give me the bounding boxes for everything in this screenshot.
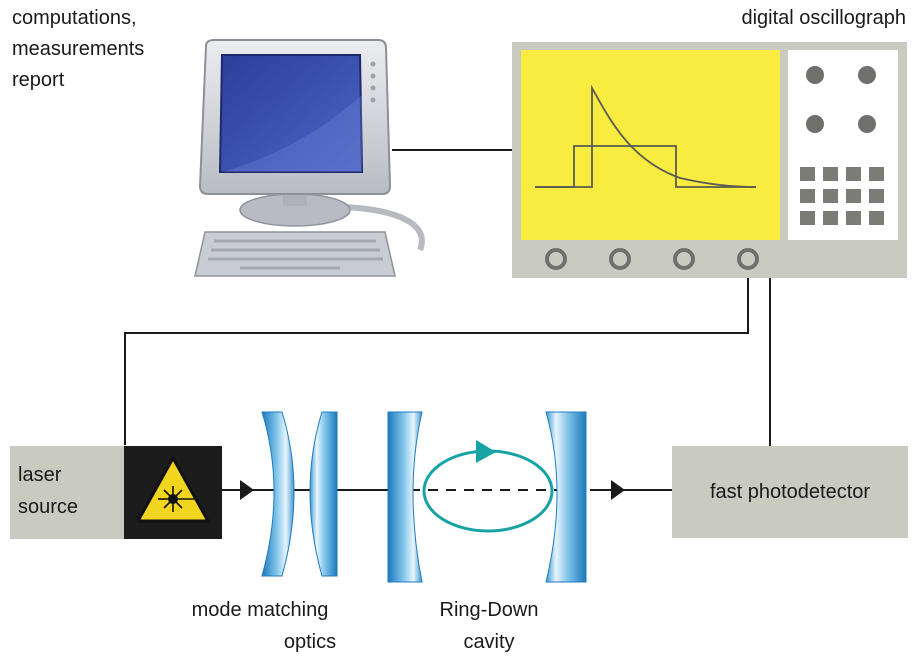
keypad-key[interactable] bbox=[869, 211, 884, 225]
monitor-screen-glare bbox=[222, 95, 362, 172]
fast-photodetector: fast photodetector bbox=[672, 446, 908, 538]
knob-2[interactable] bbox=[858, 66, 876, 84]
cavity-loop-arrow bbox=[476, 440, 496, 463]
cavity-mirror-left bbox=[387, 411, 423, 583]
cavity-label-line2: cavity bbox=[463, 631, 514, 653]
keypad-key[interactable] bbox=[846, 211, 861, 225]
beam-arrow-right bbox=[611, 480, 625, 500]
signal-wires bbox=[124, 149, 771, 446]
laser-label-line2: source bbox=[18, 496, 78, 518]
input-connector-4[interactable] bbox=[737, 248, 759, 270]
oscilloscope-control-panel bbox=[788, 50, 898, 240]
knob-3[interactable] bbox=[806, 115, 824, 133]
keyboard bbox=[194, 231, 396, 277]
laser-label-line1: laser bbox=[18, 464, 62, 486]
scope-keypad bbox=[800, 167, 884, 225]
cavity-mirror-right bbox=[545, 411, 587, 583]
laser-source: laser source bbox=[10, 446, 222, 539]
oscilloscope-screen bbox=[521, 50, 780, 240]
optics-label-line2: optics bbox=[284, 631, 336, 653]
computer-label-line3: report bbox=[12, 69, 65, 91]
laser-trigger-cable bbox=[124, 278, 749, 445]
computer-cable bbox=[344, 204, 425, 252]
beam-arrow-left bbox=[240, 480, 254, 500]
keypad-key[interactable] bbox=[800, 167, 815, 181]
photodetector-label: fast photodetector bbox=[710, 481, 870, 503]
keypad-key[interactable] bbox=[823, 189, 838, 203]
trigger-pulse-trace bbox=[535, 145, 756, 188]
mode-matching-optics bbox=[261, 411, 338, 577]
computer-label-line2: measurements bbox=[12, 38, 144, 60]
photodetector-body bbox=[672, 446, 908, 538]
input-connector-1[interactable] bbox=[545, 248, 567, 270]
scope-knobs bbox=[806, 66, 876, 133]
keypad-key[interactable] bbox=[800, 189, 815, 203]
ring-down-cavity bbox=[387, 411, 587, 583]
scope-input-connectors bbox=[545, 248, 759, 270]
keyboard-keys bbox=[208, 239, 383, 270]
oscillograph-label: digital oscillograph bbox=[741, 7, 906, 29]
computer-label-line1: computations, bbox=[12, 7, 137, 29]
knob-4[interactable] bbox=[858, 115, 876, 133]
computer bbox=[194, 39, 425, 277]
mode-matching-lens-2 bbox=[309, 411, 338, 577]
laser-warning-icon bbox=[136, 456, 210, 523]
monitor-buttons bbox=[370, 61, 376, 103]
knob-1[interactable] bbox=[806, 66, 824, 84]
keypad-key[interactable] bbox=[823, 167, 838, 181]
keypad-key[interactable] bbox=[800, 211, 815, 225]
cavity-label-line1: Ring-Down bbox=[440, 599, 539, 621]
input-connector-3[interactable] bbox=[673, 248, 695, 270]
oscilloscope bbox=[512, 42, 907, 278]
input-connector-2[interactable] bbox=[609, 248, 631, 270]
keypad-key[interactable] bbox=[869, 167, 884, 181]
keypad-key[interactable] bbox=[823, 211, 838, 225]
monitor-screen bbox=[218, 54, 364, 173]
keypad-key[interactable] bbox=[846, 167, 861, 181]
ringdown-decay-trace bbox=[535, 84, 757, 188]
keypad-key[interactable] bbox=[846, 189, 861, 203]
optics-label-line1: mode matching bbox=[192, 599, 329, 621]
mode-matching-lens-1 bbox=[261, 411, 295, 577]
laser-source-body bbox=[10, 446, 124, 539]
keypad-key[interactable] bbox=[869, 189, 884, 203]
